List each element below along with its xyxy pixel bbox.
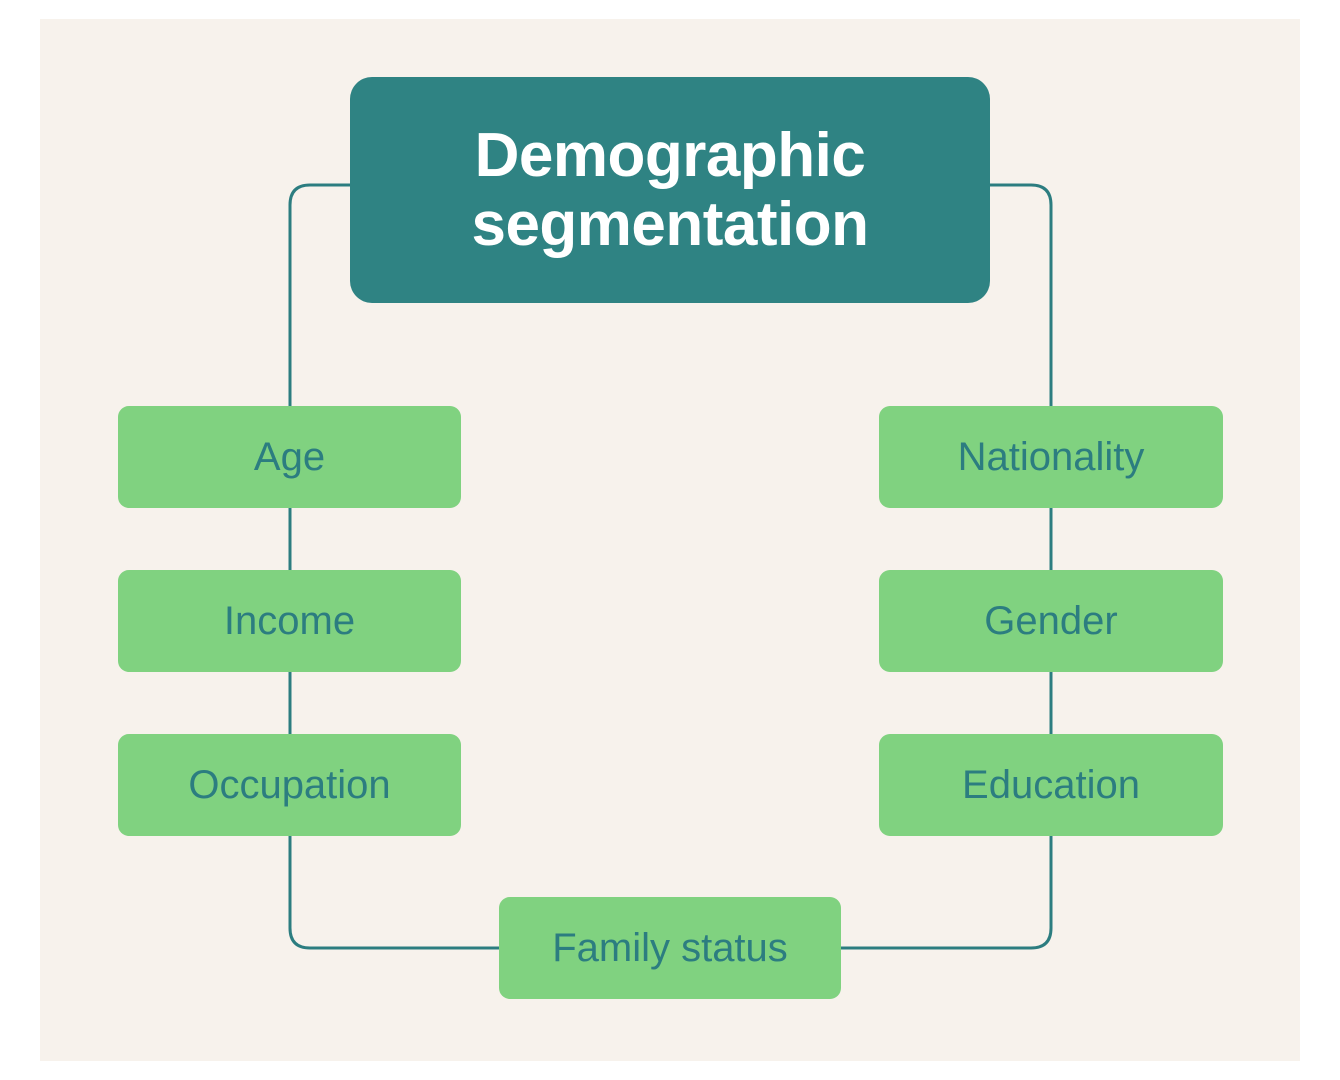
node-age-label: Age — [253, 435, 326, 479]
node-family-status[interactable]: Family status — [499, 897, 841, 999]
node-family-status-label: Family status — [552, 926, 788, 970]
node-nationality[interactable]: Nationality — [879, 406, 1223, 508]
root-node-label: Demographic segmentation — [471, 120, 869, 259]
node-gender-label: Gender — [984, 599, 1118, 643]
node-age[interactable]: Age — [118, 406, 461, 508]
connector-left-spine — [288, 183, 499, 950]
node-income-label: Income — [223, 599, 356, 643]
node-occupation[interactable]: Occupation — [118, 734, 461, 836]
root-node[interactable]: Demographic segmentation — [350, 77, 990, 303]
connector-right-spine — [841, 183, 1053, 950]
node-education[interactable]: Education — [879, 734, 1223, 836]
node-nationality-label: Nationality — [957, 435, 1145, 479]
node-gender[interactable]: Gender — [879, 570, 1223, 672]
node-income[interactable]: Income — [118, 570, 461, 672]
node-occupation-label: Occupation — [188, 763, 391, 807]
node-education-label: Education — [962, 763, 1140, 807]
